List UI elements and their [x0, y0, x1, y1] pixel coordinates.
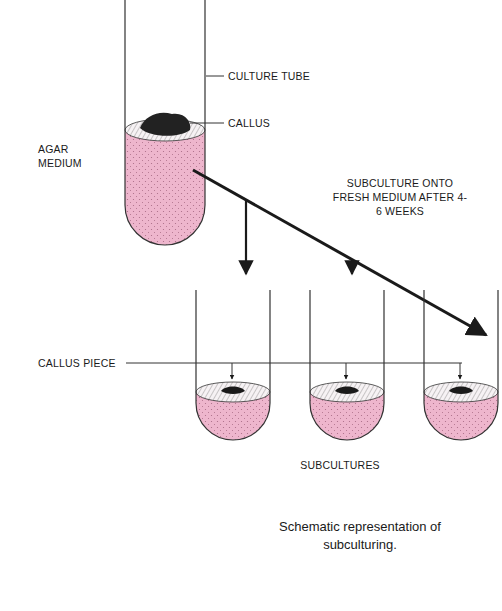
- subculture-tube: [424, 290, 498, 440]
- group-label: SUBCULTURES: [280, 458, 400, 472]
- step-label: SUBCULTURE ONTO FRESH MEDIUM AFTER 4-6 W…: [330, 176, 470, 219]
- part-label: CULTURE TUBE: [228, 69, 348, 83]
- subculture-arrows: [193, 170, 486, 335]
- leader-line: [206, 76, 224, 77]
- caption: Schematic representation of subculturing…: [250, 518, 470, 553]
- callus-piece-pointer: [126, 363, 462, 379]
- leader-line: [190, 123, 224, 124]
- subculture-tube: [196, 290, 270, 440]
- part-label: CALLUS: [228, 116, 308, 130]
- part-label: CALLUS PIECE: [38, 356, 123, 370]
- subculture-tube: [310, 290, 384, 440]
- part-label: AGAR MEDIUM: [38, 142, 108, 170]
